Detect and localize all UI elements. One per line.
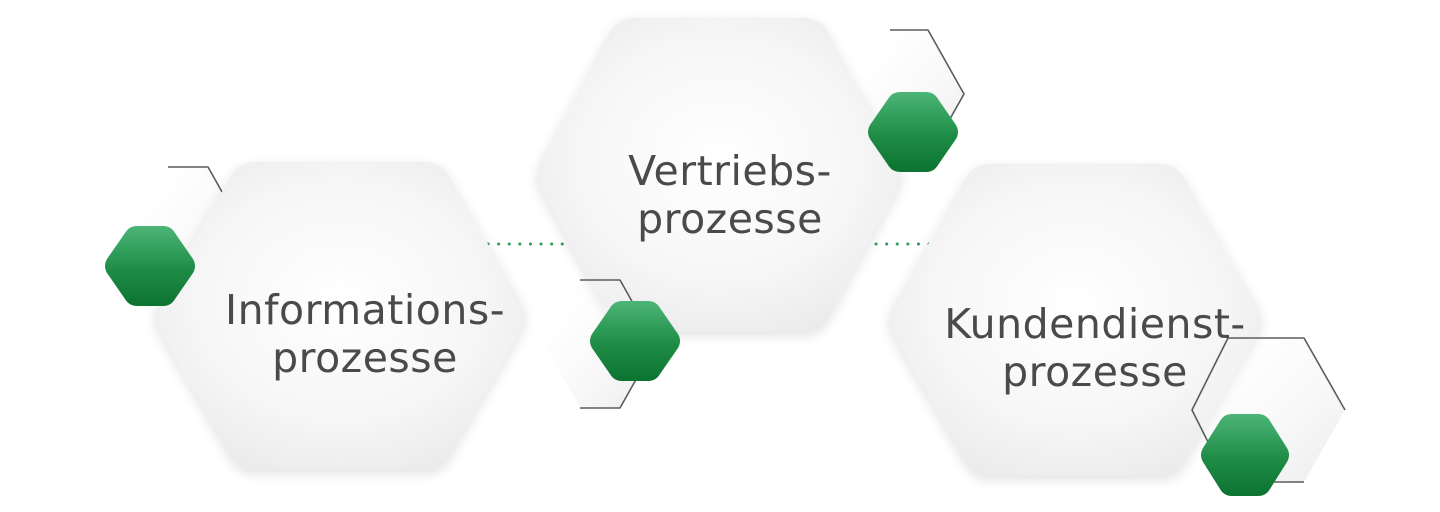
- green-hex-vertriebs: [868, 92, 958, 172]
- green-hex-kundendienst: [1201, 414, 1289, 496]
- hex-informationsprozesse: [155, 162, 525, 470]
- green-hex-lower-middle: [590, 301, 680, 381]
- hex-kundendienstprozesse: [889, 164, 1261, 476]
- green-hex-informations: [105, 226, 195, 306]
- hex-vertriebsprozesse: [537, 18, 901, 332]
